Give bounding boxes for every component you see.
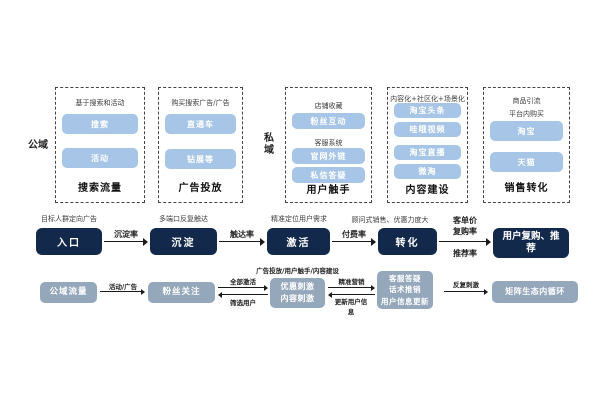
arrow-pay-rate xyxy=(332,238,376,246)
item-weitao: 微淘 xyxy=(394,164,461,179)
item-official-site-link: 官网外链 xyxy=(292,148,365,164)
arrow-filter-users-back xyxy=(218,291,268,299)
arrow-head-icon xyxy=(371,238,376,246)
arrow-line xyxy=(444,291,485,292)
arrow-head-icon xyxy=(264,285,268,291)
item-wow-video: 哇哦视频 xyxy=(394,122,461,137)
group-note: 基于搜索和活动 xyxy=(75,99,125,107)
label-precision-marketing: 精准营销 xyxy=(338,278,365,286)
arrow-line xyxy=(218,287,265,288)
arrow-repurchase xyxy=(439,238,491,246)
label-update-info: 更新用户信息 xyxy=(334,298,368,316)
group-note: 店铺收藏 xyxy=(314,102,343,110)
group-search-traffic: 基于搜索和活动 搜索 活动 搜索流量 xyxy=(55,87,145,203)
group-content-building: 内容化+社区化+场景化 淘宝头条 哇哦视频 淘宝直播 微淘 内容建设 xyxy=(387,87,468,203)
arrow-line xyxy=(219,241,262,242)
group-note: 购买搜索广告/广告 xyxy=(171,99,230,107)
arrow-line xyxy=(328,287,372,288)
node-matrix-loop: 矩阵生态内循环 xyxy=(492,281,578,303)
public-domain-label: 公域 xyxy=(28,140,48,151)
arrow-head-icon xyxy=(218,292,222,298)
note-settle: 多端口反复触达 xyxy=(159,215,208,223)
arrow-head-icon xyxy=(486,238,491,246)
service-line: 客服答疑 xyxy=(389,274,421,284)
group-user-touchpoints: 店铺收藏 粉丝互动 客服系统 官网外链 私信答疑 用户触手 xyxy=(285,87,372,203)
node-activate: 激活 xyxy=(267,228,330,255)
group-sales-conversion: 商品引流 平台内购买 淘宝 天猫 销售转化 xyxy=(483,87,570,203)
node-public-traffic: 公域流量 xyxy=(40,282,97,303)
arrow-head-icon xyxy=(484,289,488,295)
arrow-precision-marketing xyxy=(328,284,375,292)
item-private-message-qa: 私信答疑 xyxy=(292,167,365,183)
arrow-head-icon xyxy=(260,238,265,246)
arrow-update-info-back xyxy=(328,291,375,299)
node-customer-service: 客服答疑 话术推销 用户信息更新 xyxy=(377,271,433,309)
group-note: 客服系统 xyxy=(314,139,343,147)
private-domain-label: 私域 xyxy=(264,133,274,156)
label-aov: 客单价 xyxy=(453,215,477,225)
item-tmall: 天猫 xyxy=(490,152,563,172)
node-stimulus: 优惠刺激 内容刺激 xyxy=(270,278,325,308)
arrow-line xyxy=(104,241,145,242)
arrow-repeat-stimulus xyxy=(444,288,488,296)
note-convert: 顾问式销售、优惠力度大 xyxy=(351,216,429,224)
item-zuanzhan: 钻展等 xyxy=(165,149,236,169)
arrow-line xyxy=(331,294,375,295)
note-activate: 精准定位用户需求 xyxy=(271,215,327,223)
node-repurchase-referral: 用户复购、推荐 xyxy=(493,228,569,258)
stimulus-line: 优惠刺激 xyxy=(280,282,315,292)
group-note: 商品引流 xyxy=(512,97,541,105)
label-pay-rate: 付费率 xyxy=(342,229,366,239)
item-taobao-live: 淘宝直播 xyxy=(394,145,461,160)
arrow-head-icon xyxy=(371,285,375,291)
item-zhitongche: 直通车 xyxy=(165,114,236,134)
group-title: 内容建设 xyxy=(405,185,450,196)
label-campaign-ads: 活动/广告 xyxy=(108,283,138,291)
item-search: 搜索 xyxy=(62,114,138,134)
node-settle: 沉淀 xyxy=(150,228,217,255)
group-title: 销售转化 xyxy=(504,183,549,194)
arrow-campaign xyxy=(100,288,145,296)
item-fan-interaction: 粉丝互动 xyxy=(292,113,365,129)
group-title: 搜索流量 xyxy=(78,183,122,194)
group-ad-placement: 购买搜索广告/广告 直通车 钻展等 广告投放 xyxy=(158,87,243,203)
arrow-head-icon xyxy=(141,289,145,295)
item-taobao: 淘宝 xyxy=(490,121,563,141)
label-repeat-stimulus: 反复刺激 xyxy=(453,281,479,289)
group-title: 广告投放 xyxy=(178,183,223,194)
arrow-activate-all xyxy=(218,284,268,292)
label-settle-rate: 沉淀率 xyxy=(114,229,138,239)
note-entry: 目标人群定向广告 xyxy=(41,215,97,223)
arrow-line xyxy=(100,291,142,292)
stimulus-line: 内容刺激 xyxy=(280,294,315,303)
item-taobao-headlines: 淘宝头条 xyxy=(394,103,461,118)
node-fan-follow: 粉丝关注 xyxy=(148,282,215,303)
group-note: 内容化+社区化+场景化 xyxy=(390,95,465,103)
arrow-line xyxy=(332,241,373,242)
service-line: 用户信息更新 xyxy=(381,296,429,306)
label-repurchase-rate: 复购率 xyxy=(453,226,477,236)
item-activity: 活动 xyxy=(62,148,138,168)
group-note: 平台内购买 xyxy=(509,110,544,118)
arrow-head-icon xyxy=(328,292,332,298)
label-filter-users: 筛选用户 xyxy=(230,299,256,307)
node-entry: 入口 xyxy=(36,228,102,255)
arrow-line xyxy=(221,294,268,295)
service-line: 话术推销 xyxy=(389,285,421,295)
arrow-head-icon xyxy=(143,238,148,246)
label-activate-all: 全部激活 xyxy=(230,278,256,286)
arrow-settle-rate xyxy=(104,238,148,246)
group-title: 用户触手 xyxy=(306,185,351,196)
label-referral-rate: 推荐率 xyxy=(453,248,477,258)
arrow-line xyxy=(439,241,488,242)
node-convert: 转化 xyxy=(378,228,437,255)
label-stimulus-channels: 广告投放/用户触手/内容建设 xyxy=(256,267,339,275)
arrow-reach-rate xyxy=(219,238,265,246)
label-reach-rate: 触达率 xyxy=(230,229,254,239)
